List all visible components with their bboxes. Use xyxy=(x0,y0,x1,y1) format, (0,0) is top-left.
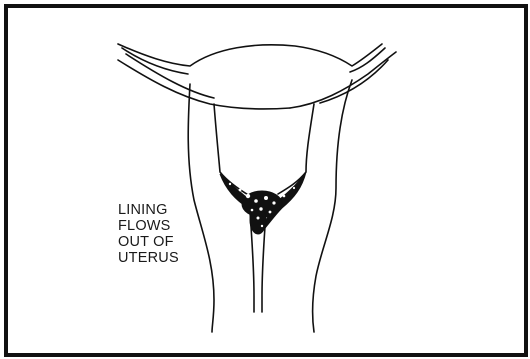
left-fallopian-tube-lower-2 xyxy=(126,54,214,98)
uterine-cavity-left-wall xyxy=(214,104,250,196)
left-fallopian-tube-lower xyxy=(118,60,290,109)
lining-caption: LINING FLOWS OUT OF UTERUS xyxy=(118,202,208,266)
shed-lining xyxy=(220,172,306,234)
caption-line-4: UTERUS xyxy=(118,250,208,266)
caption-line-3: OUT OF xyxy=(118,234,208,250)
uterus-outer-right xyxy=(313,80,352,332)
uterine-cavity-right-wall xyxy=(278,104,314,194)
uterus-fundus-outline xyxy=(118,44,382,66)
caption-line-2: FLOWS xyxy=(118,218,208,234)
left-fallopian-tube-upper xyxy=(122,48,188,74)
caption-line-1: LINING xyxy=(118,202,208,218)
